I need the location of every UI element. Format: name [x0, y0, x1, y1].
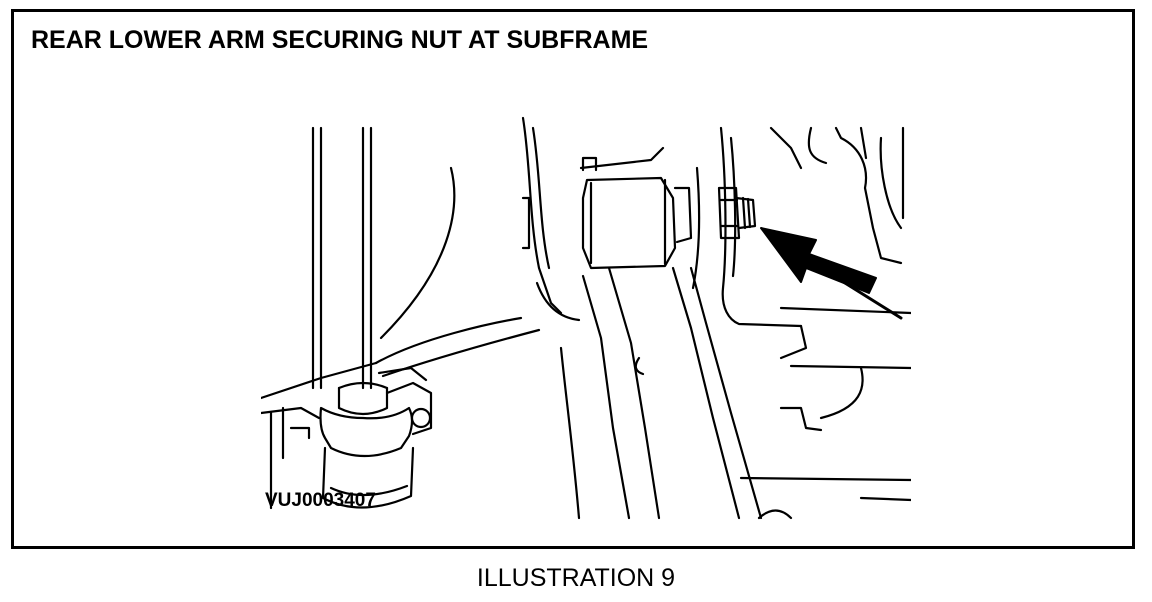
arrow-pointer-icon — [760, 227, 903, 320]
line-drawing — [261, 116, 911, 520]
arm-bushing — [579, 146, 701, 290]
subframe-left — [261, 166, 541, 510]
lower-arm — [581, 266, 911, 520]
ball-joint — [319, 366, 433, 509]
figure-frame: REAR LOWER ARM SECURING NUT AT SUBFRAME — [11, 9, 1135, 549]
figure-caption: ILLUSTRATION 9 — [476, 564, 676, 592]
subframe-right — [719, 126, 905, 420]
figure-title: REAR LOWER ARM SECURING NUT AT SUBFRAME — [31, 26, 649, 54]
link-rod — [311, 126, 373, 390]
knuckle — [521, 116, 581, 520]
reference-code: VUJ0003407 — [265, 490, 376, 511]
securing-nut — [717, 186, 757, 240]
